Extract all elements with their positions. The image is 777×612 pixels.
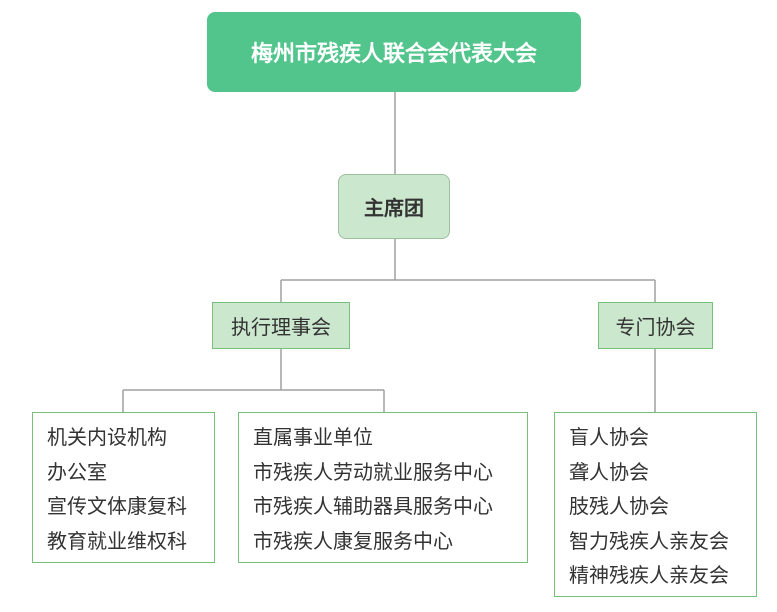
list-item: 聋人协会 xyxy=(569,459,649,484)
list-item: 智力残疾人亲友会 xyxy=(569,528,729,553)
list-item: 市残疾人辅助器具服务中心 xyxy=(253,494,493,518)
association-list-box: 盲人协会 聋人协会 肢残人协会 智力残疾人亲友会 精神残疾人亲友会 xyxy=(554,412,757,597)
list-item: 市残疾人劳动就业服务中心 xyxy=(253,459,493,484)
list-item: 市残疾人康复服务中心 xyxy=(253,528,453,553)
special-associations-label: 专门协会 xyxy=(615,315,696,339)
list-item: 办公室 xyxy=(47,459,107,484)
list-item: 宣传文体康复科 xyxy=(47,494,187,518)
affiliated-units-box: 直属事业单位 市残疾人劳动就业服务中心 市残疾人辅助器具服务中心 市残疾人康复服… xyxy=(238,412,528,563)
special-associations-node: 专门协会 xyxy=(598,302,713,349)
list-item: 精神残疾人亲友会 xyxy=(569,563,729,587)
executive-council-node: 执行理事会 xyxy=(212,302,350,349)
presidium-label: 主席团 xyxy=(364,196,424,220)
root-label: 梅州市残疾人联合会代表大会 xyxy=(250,42,537,67)
list-item: 肢残人协会 xyxy=(569,494,669,518)
presidium-node: 主席团 xyxy=(338,174,450,239)
executive-council-label: 执行理事会 xyxy=(231,315,331,339)
list-item: 盲人协会 xyxy=(569,425,649,449)
list-item: 教育就业维权科 xyxy=(47,528,187,553)
list-item: 机关内设机构 xyxy=(47,425,167,449)
internal-departments-box: 机关内设机构 办公室 宣传文体康复科 教育就业维权科 xyxy=(32,412,215,563)
root-node: 梅州市残疾人联合会代表大会 xyxy=(207,12,581,92)
list-item: 直属事业单位 xyxy=(253,425,373,449)
